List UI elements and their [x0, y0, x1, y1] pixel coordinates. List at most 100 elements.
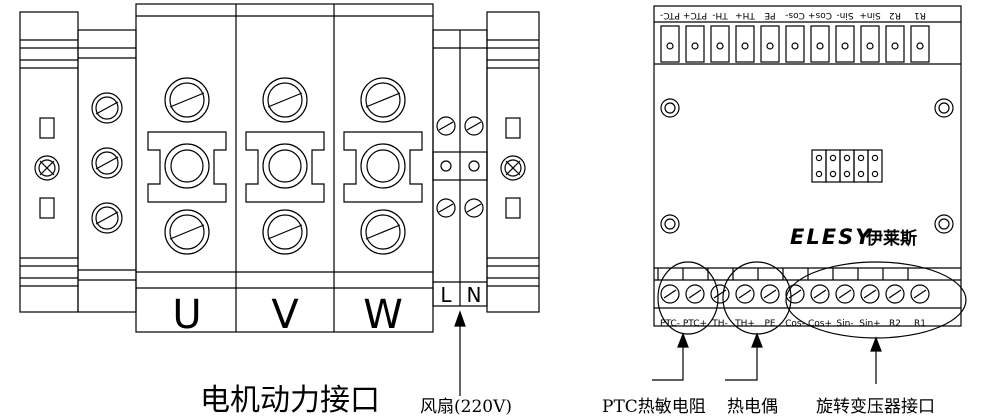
bottom-pin-label: Cos- [785, 319, 805, 329]
screw-icon [164, 77, 210, 123]
screw-icon [436, 198, 456, 218]
screw-icon [436, 116, 456, 136]
phase-labels: U V W [172, 292, 402, 338]
terminal-screw-icon [685, 284, 705, 304]
corner-screw-icon [934, 214, 954, 234]
screw-icon [360, 77, 406, 123]
header-pin-icon [829, 170, 837, 178]
phase-u-module [147, 77, 227, 255]
terminal-screw-icon [785, 284, 805, 304]
top-pin-label: PTC+ [683, 10, 707, 20]
pin-header [811, 149, 883, 183]
resolver-callout-label: 旋转变压器接口 [816, 397, 935, 417]
terminal-screw-icon [710, 284, 730, 304]
corner-screw-icon [934, 98, 954, 118]
top-pin-slot [910, 25, 930, 63]
fan-label-n: N [467, 283, 482, 307]
screw-icon [164, 209, 210, 255]
pin-hole-icon [716, 42, 724, 50]
terminal-hole-icon [262, 143, 308, 189]
top-pin-slot [860, 25, 880, 63]
bottom-pin-label: Sin- [836, 319, 853, 329]
pin-hole-icon [666, 42, 674, 50]
phase-label-v: V [271, 292, 299, 338]
ptc-callout-label: PTC热敏电阻 [602, 397, 706, 417]
fan-labels: L N [440, 283, 481, 307]
top-pin-label: PTC- [660, 10, 680, 20]
header-pin-icon [829, 154, 837, 162]
fan-label-l: L [440, 283, 452, 307]
header-pin-icon [871, 170, 879, 178]
top-pin-slot [710, 25, 730, 63]
fan-arrow [454, 310, 466, 396]
corner-screw-icon [660, 98, 680, 118]
pin-hole-icon [766, 42, 774, 50]
terminal-screw-icon [735, 284, 755, 304]
terminal-hole-icon [360, 143, 406, 189]
bottom-pin-label: PTC+ [683, 319, 707, 329]
top-pin-slot [810, 25, 830, 63]
top-pin-label: R1 [914, 10, 926, 20]
screw-icon [464, 198, 484, 218]
bottom-pin-label: PE [764, 319, 775, 329]
terminal-screw-icon [885, 284, 905, 304]
bottom-pin-label: R2 [889, 319, 901, 329]
top-pin-slot [835, 25, 855, 63]
left-end-clamp [19, 11, 79, 313]
bottom-pin-label: PTC- [660, 319, 680, 329]
header-pin-icon [815, 154, 823, 162]
motor-power-caption: 电机动力接口 [200, 383, 380, 418]
top-pin-slot [660, 25, 680, 63]
top-connector [654, 21, 961, 65]
bottom-pin-label: Sin+ [859, 319, 880, 329]
fan-caption: 风扇(220V) [420, 397, 512, 417]
pin-hole-icon [691, 42, 699, 50]
ground-screw-column [77, 29, 137, 313]
phase-v-module [245, 77, 325, 255]
right-clamp-screw-icon [500, 155, 526, 181]
header-pin-icon [843, 170, 851, 178]
screw-icon [91, 202, 123, 234]
corner-screws [660, 98, 954, 234]
left-clamp-screw-icon [34, 155, 60, 181]
motor-terminal-block [19, 3, 540, 396]
screw-icon [262, 77, 308, 123]
bottom-pin-label: Cos+ [808, 319, 832, 329]
top-pin-slot [885, 25, 905, 63]
pin-hole-icon [841, 42, 849, 50]
pin-hole-icon [741, 42, 749, 50]
brand-logo: ELESY [790, 225, 872, 249]
header-pin-icon [843, 154, 851, 162]
header-pin-icon [857, 154, 865, 162]
terminal-screw-icon [810, 284, 830, 304]
pin-hole-icon [816, 42, 824, 50]
pin-hole-icon [916, 42, 924, 50]
top-pin-label: PE [764, 10, 775, 20]
top-pin-label: TH- [712, 10, 729, 20]
terminal-screw-icon [660, 284, 680, 304]
terminal-screw-icon [860, 284, 880, 304]
signal-board [652, 5, 967, 384]
top-pin-slot [785, 25, 805, 63]
phase-w-module [343, 77, 423, 255]
ptc-callout-ellipse [657, 261, 719, 335]
callout-arrows [652, 332, 882, 384]
header-pin-icon [857, 170, 865, 178]
top-pin-label: Sin+ [859, 10, 880, 20]
pin-hole-icon [791, 42, 799, 50]
th-callout-label: 热电偶 [727, 397, 778, 417]
screw-icon [91, 147, 123, 179]
screw-icon [91, 92, 123, 124]
fan-terminal-module [432, 29, 488, 307]
phase-label-u: U [172, 292, 201, 338]
terminal-hole-icon [164, 143, 210, 189]
corner-screw-icon [660, 214, 680, 234]
th-callout-ellipse [722, 261, 792, 335]
top-pin-label: R2 [889, 10, 901, 20]
phase-modules [135, 3, 434, 333]
top-pin-slot [760, 25, 780, 63]
top-pin-slot [685, 25, 705, 63]
top-pin-label: Cos+ [808, 10, 832, 20]
